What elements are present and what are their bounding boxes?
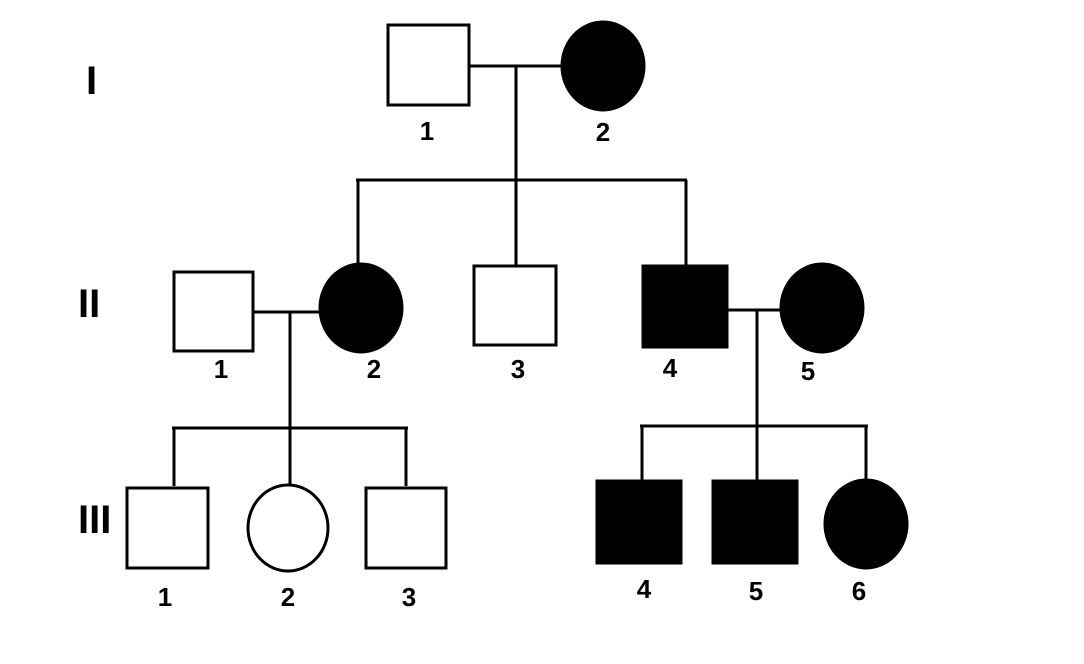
individual-iii1-male-symbol: [125, 486, 210, 570]
individual-iii4-number: 4: [637, 574, 652, 604]
generation-label-ii: II: [78, 282, 100, 326]
individual-iii4-male-symbol: [595, 479, 683, 565]
individual-ii1-number: 1: [214, 354, 228, 384]
individual-ii4-number: 4: [663, 353, 678, 383]
individual-iii5-male-symbol: [711, 479, 799, 565]
generation-label-iii: III: [78, 498, 111, 542]
individual-ii3-number: 3: [511, 354, 525, 384]
individual-ii5-number: 5: [801, 356, 815, 386]
generation-label-i: I: [86, 59, 97, 103]
individual-ii5-female-symbol: [779, 262, 865, 354]
individual-i2-number: 2: [596, 117, 610, 147]
individual-iii3-male-symbol: [364, 486, 448, 570]
individual-i2-female-symbol: [560, 20, 646, 112]
individual-ii4-male-symbol: [641, 264, 729, 349]
individual-i1-male-symbol: [386, 23, 471, 107]
individual-ii2-female-symbol: [318, 262, 404, 354]
individual-ii3-male-symbol: [472, 264, 558, 347]
individual-ii2-number: 2: [367, 354, 381, 384]
individual-iii2-number: 2: [281, 582, 295, 612]
individual-i1-number: 1: [420, 116, 434, 146]
individual-iii2-female-symbol: [246, 483, 330, 573]
individual-iii6-female-symbol: [823, 478, 909, 570]
individual-iii6-number: 6: [852, 576, 866, 606]
individual-iii3-number: 3: [402, 582, 416, 612]
individual-ii1-male-symbol: [172, 270, 255, 353]
individual-iii1-number: 1: [158, 582, 172, 612]
individual-iii5-number: 5: [749, 576, 763, 606]
